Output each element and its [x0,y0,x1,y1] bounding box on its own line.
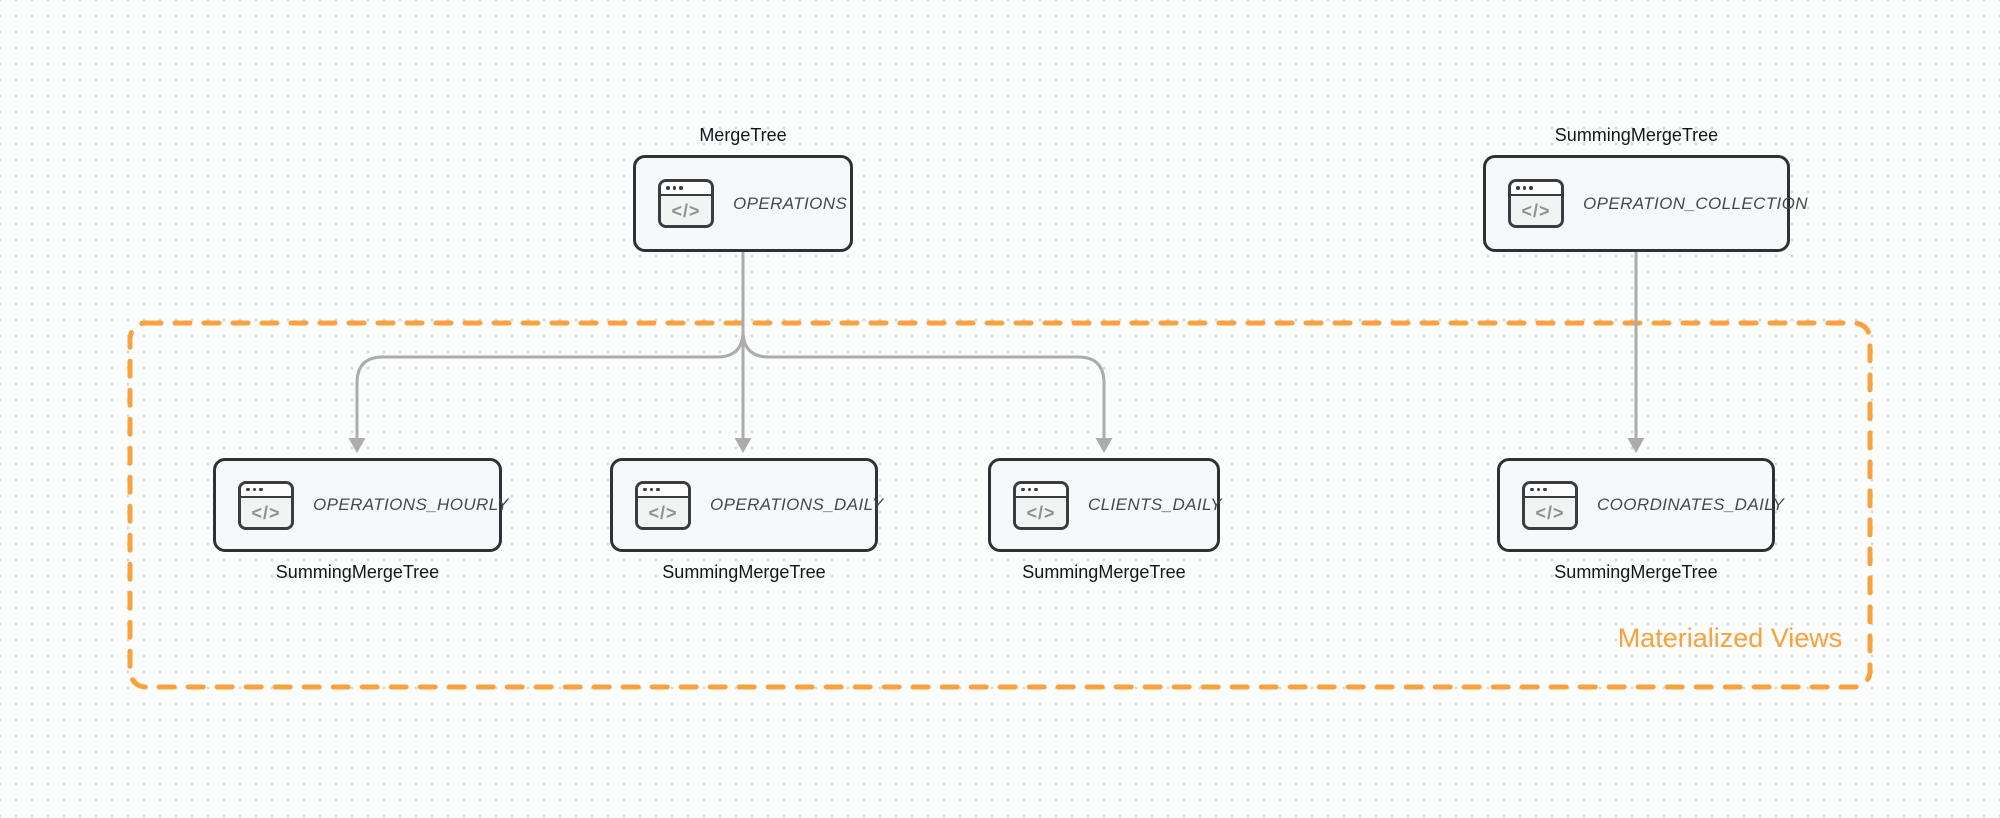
node-operations[interactable]: MergeTree </> OPERATIONS [633,125,853,252]
node-box[interactable]: </> CLIENTS_DAILY [988,458,1223,552]
node-operations-daily[interactable]: SummingMergeTree </> OPERATIONS_DAILY [610,458,883,582]
code-glyph: </> [1016,497,1066,527]
engine-label: MergeTree [699,125,787,145]
arrowhead [1627,438,1645,453]
node-box[interactable]: </> COORDINATES_DAILY [1497,458,1784,552]
node-title: OPERATIONS_DAILY [710,495,884,514]
node-title: CLIENTS_DAILY [1088,495,1223,514]
code-glyph: </> [241,497,291,527]
code-window-icon: </> [1013,480,1069,530]
code-window-icon: </> [1522,480,1578,530]
engine-label: SummingMergeTree [662,562,826,582]
node-clients-daily[interactable]: SummingMergeTree </> CLIENTS_DAILY [988,458,1223,582]
edge-operations-to-hourly[interactable] [355,250,745,442]
arrowhead [1095,438,1113,453]
engine-label: SummingMergeTree [275,562,440,582]
node-box[interactable]: </> OPERATION_COLLECTION [1483,155,1808,252]
arrowhead [734,438,752,453]
node-box[interactable]: </> OPERATIONS_DAILY [610,458,883,552]
node-title: OPERATIONS [733,193,848,213]
engine-label: SummingMergeTree [1554,562,1718,582]
materialized-views-boundary[interactable] [127,320,1873,690]
engine-label: SummingMergeTree [1022,562,1186,582]
node-title: COORDINATES_DAILY [1597,495,1785,514]
node-title: OPERATION_COLLECTION [1583,193,1808,213]
node-operation-collection[interactable]: SummingMergeTree </> OPERATION_COLLECTIO… [1483,125,1808,252]
arrowhead [348,438,366,453]
node-operations-hourly[interactable]: SummingMergeTree </> OPERATIONS_HOURLY [213,458,508,582]
code-glyph: </> [661,196,711,225]
code-window-icon: </> [635,480,691,530]
code-glyph: </> [1511,196,1561,225]
node-box[interactable]: </> OPERATIONS_HOURLY [213,458,508,552]
edge-operations-to-clients[interactable] [741,329,1106,442]
code-window-icon: </> [238,480,294,530]
code-window-icon: </> [658,179,714,228]
code-glyph: </> [1525,497,1575,527]
engine-label: SummingMergeTree [1554,125,1719,145]
node-title: OPERATIONS_HOURLY [313,495,509,514]
node-coordinates-daily[interactable]: SummingMergeTree </> COORDINATES_DAILY [1497,458,1784,582]
code-glyph: </> [638,497,688,527]
code-window-icon: </> [1508,179,1564,228]
materialized-views-label: Materialized Views [1617,623,1843,653]
node-box[interactable]: </> OPERATIONS [633,155,853,252]
